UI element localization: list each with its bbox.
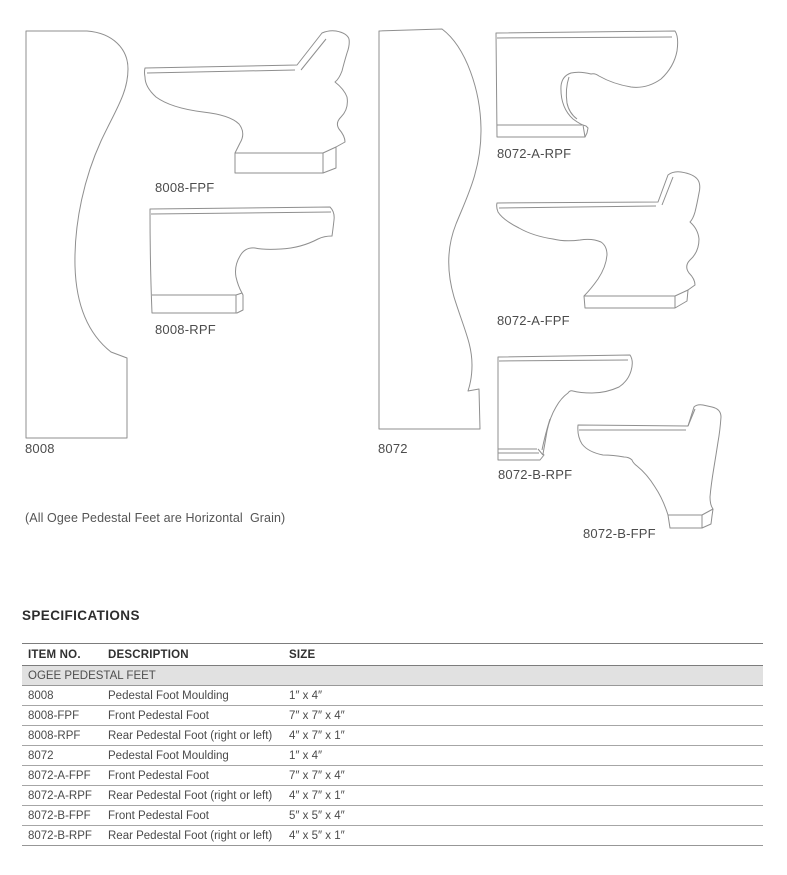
moulding-profile-icon [25,30,129,439]
cell-size: 4″ x 5″ x 1″ [283,825,763,846]
drawing-label-8072-b-rpf: 8072-B-RPF [498,467,573,482]
cell-item-no: 8008-RPF [22,725,102,746]
drawing-8008-fpf [143,30,353,180]
cell-item-no: 8072-A-RPF [22,785,102,806]
drawing-label-8072: 8072 [378,441,408,456]
cell-size: 1″ x 4″ [283,685,763,706]
table-header-row: ITEM NO. DESCRIPTION SIZE [22,643,763,666]
specifications-table: ITEM NO. DESCRIPTION SIZE OGEE PEDESTAL … [22,643,763,846]
drawing-8008-profile [25,30,129,439]
table-row: 8008 Pedestal Foot Moulding 1″ x 4″ [22,685,763,706]
grain-note: (All Ogee Pedestal Feet are Horizontal G… [25,511,286,525]
cell-item-no: 8008 [22,685,102,706]
table-row: 8072-A-FPF Front Pedestal Foot 7″ x 7″ x… [22,765,763,786]
cell-description: Front Pedestal Foot [102,805,283,826]
drawing-8008-rpf [148,205,340,317]
table-row: 8072 Pedestal Foot Moulding 1″ x 4″ [22,745,763,766]
drawing-label-8072-a-rpf: 8072-A-RPF [497,146,572,161]
table-row: 8072-B-FPF Front Pedestal Foot 5″ x 5″ x… [22,805,763,826]
cell-size: 4″ x 7″ x 1″ [283,785,763,806]
drawing-8072-b-rpf [497,353,633,463]
cell-size: 7″ x 7″ x 4″ [283,765,763,786]
specifications-title: SPECIFICATIONS [22,608,140,623]
cell-description: Rear Pedestal Foot (right or left) [102,825,283,846]
cell-size: 4″ x 7″ x 1″ [283,725,763,746]
cell-description: Pedestal Foot Moulding [102,685,283,706]
pedestal-foot-icon [144,30,350,174]
column-header-item-no: ITEM NO. [22,643,102,666]
table-row: 8072-B-RPF Rear Pedestal Foot (right or … [22,825,763,846]
drawing-8072-b-fpf [575,395,725,535]
drawing-label-8008: 8008 [25,441,55,456]
cell-item-no: 8072 [22,745,102,766]
section-row: OGEE PEDESTAL FEET [22,665,763,686]
cell-item-no: 8072-B-FPF [22,805,102,826]
cell-description: Pedestal Foot Moulding [102,745,283,766]
drawing-8072-profile [378,28,482,430]
drawing-label-8072-b-fpf: 8072-B-FPF [583,526,656,541]
cell-size: 1″ x 4″ [283,745,763,766]
table-row: 8008-RPF Rear Pedestal Foot (right or le… [22,725,763,746]
drawing-label-8008-fpf: 8008-FPF [155,180,215,195]
cell-item-no: 8072-A-FPF [22,765,102,786]
cell-size: 7″ x 7″ x 4″ [283,705,763,726]
table-row: 8072-A-RPF Rear Pedestal Foot (right or … [22,785,763,806]
pedestal-foot-icon [497,354,633,461]
cell-item-no: 8072-B-RPF [22,825,102,846]
pedestal-foot-icon [496,171,701,309]
cell-description: Front Pedestal Foot [102,705,283,726]
cell-description: Front Pedestal Foot [102,765,283,786]
cell-description: Rear Pedestal Foot (right or left) [102,785,283,806]
pedestal-foot-icon [577,404,722,529]
drawing-8072-a-rpf [495,27,683,139]
table-row: 8008-FPF Front Pedestal Foot 7″ x 7″ x 4… [22,705,763,726]
column-header-description: DESCRIPTION [102,643,283,666]
column-header-size: SIZE [283,643,763,666]
section-label: OGEE PEDESTAL FEET [22,665,763,686]
cell-description: Rear Pedestal Foot (right or left) [102,725,283,746]
pedestal-foot-icon [495,30,679,138]
drawing-label-8008-rpf: 8008-RPF [155,322,216,337]
drawing-8072-a-fpf [495,167,707,310]
moulding-profile-icon [378,28,482,430]
pedestal-foot-icon [149,206,335,314]
drawing-label-8072-a-fpf: 8072-A-FPF [497,313,570,328]
cell-item-no: 8008-FPF [22,705,102,726]
cell-size: 5″ x 5″ x 4″ [283,805,763,826]
